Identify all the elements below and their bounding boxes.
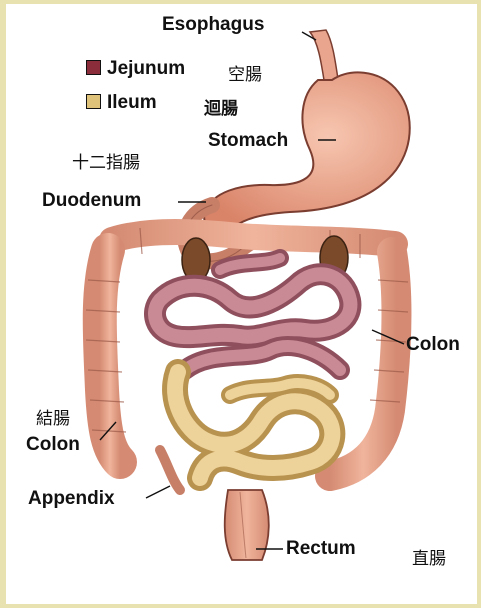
duodenum-label: Duodenum xyxy=(42,190,141,212)
legend-swatch-ileum xyxy=(86,94,101,109)
legend-jejunum: Jejunum xyxy=(86,58,185,80)
legend-ileum-text: Ileum xyxy=(107,92,157,113)
colon-right-label: Colon xyxy=(406,334,460,356)
appendix-shape xyxy=(160,450,180,490)
esophagus-label: Esophagus xyxy=(162,14,264,36)
rectum-label: Rectum xyxy=(286,538,356,560)
jejunum-loops xyxy=(155,258,350,370)
legend-ileum: Ileum xyxy=(86,92,157,114)
colon-left-label: Colon xyxy=(26,434,80,456)
appendix-label: Appendix xyxy=(28,488,115,510)
legend-jejunum-text: Jejunum xyxy=(107,58,185,79)
transverse-colon-shape xyxy=(112,232,395,244)
rectum-cn-label: 直腸 xyxy=(412,544,446,569)
duodenum-cn-label: 十二指腸 xyxy=(72,148,140,173)
legend-swatch-jejunum xyxy=(86,60,101,75)
jejunum-cn-label: 空腸 xyxy=(228,60,262,85)
ileum-loops xyxy=(175,372,332,478)
colon-cn-label: 結腸 xyxy=(36,404,70,429)
ileum-cn-label: 迴腸 xyxy=(204,94,238,119)
stomach-label: Stomach xyxy=(208,130,288,152)
